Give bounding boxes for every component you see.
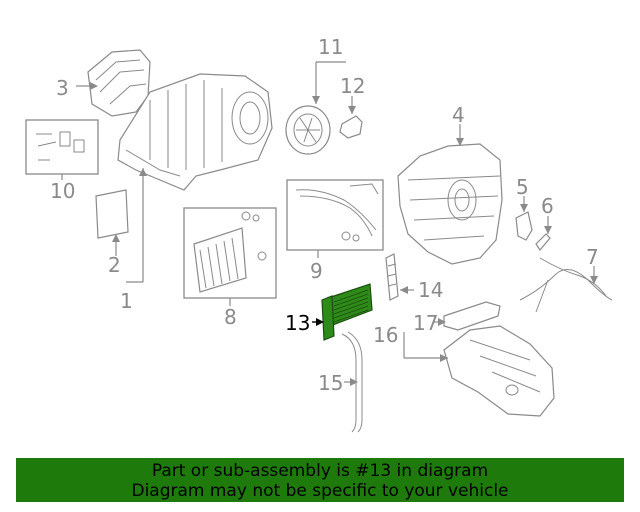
part-17-filter: 17 xyxy=(413,301,501,335)
part-15-drain-hose: 15 xyxy=(318,331,363,433)
part-11-blower-motor: 11 xyxy=(285,35,346,155)
banner-line-2: Diagram may not be specific to your vehi… xyxy=(131,481,509,501)
part-3-blower-inlet: 3 xyxy=(56,49,151,117)
banner-line-1: Part or sub-assembly is #13 in diagram xyxy=(151,461,489,481)
info-banner: Part or sub-assembly is #13 in diagram D… xyxy=(16,458,624,502)
callout-2: 2 xyxy=(108,253,121,277)
part-14-sensor: 14 xyxy=(385,253,443,302)
callout-12: 12 xyxy=(340,74,365,98)
callout-3: 3 xyxy=(56,76,69,100)
part-13-heater-core: 13 xyxy=(285,283,373,341)
callout-9: 9 xyxy=(310,259,323,283)
part-4-hvac-module: 4 xyxy=(397,103,503,265)
callout-7: 7 xyxy=(586,245,599,269)
callout-8: 8 xyxy=(224,305,237,329)
part-5-actuator: 5 xyxy=(515,175,533,241)
part-7-wire-harness: 7 xyxy=(519,245,613,313)
part-16-lower-case: 16 xyxy=(373,323,555,417)
callout-17: 17 xyxy=(413,311,438,335)
part-6-actuator-link: 6 xyxy=(535,194,554,252)
part-2-filter: 2 xyxy=(95,189,129,277)
callout-4: 4 xyxy=(452,103,465,127)
callout-15: 15 xyxy=(318,371,343,395)
callout-5: 5 xyxy=(516,175,529,199)
callout-14: 14 xyxy=(418,278,443,302)
callout-16: 16 xyxy=(373,323,398,347)
callout-6: 6 xyxy=(541,194,554,218)
part-8-evaporator-box: 8 xyxy=(183,207,277,329)
callout-1: 1 xyxy=(120,289,133,313)
callout-13: 13 xyxy=(285,311,310,335)
callout-10: 10 xyxy=(50,179,75,203)
part-9-hose-box: 9 xyxy=(286,179,384,283)
part-12-blower-resistor: 12 xyxy=(339,74,365,139)
parts-diagram: 3 1 10 2 8 xyxy=(25,35,613,433)
part-1-hvac-case: 1 xyxy=(117,73,273,313)
callout-11: 11 xyxy=(318,35,343,59)
part-10-hardware-box: 10 xyxy=(25,119,99,203)
